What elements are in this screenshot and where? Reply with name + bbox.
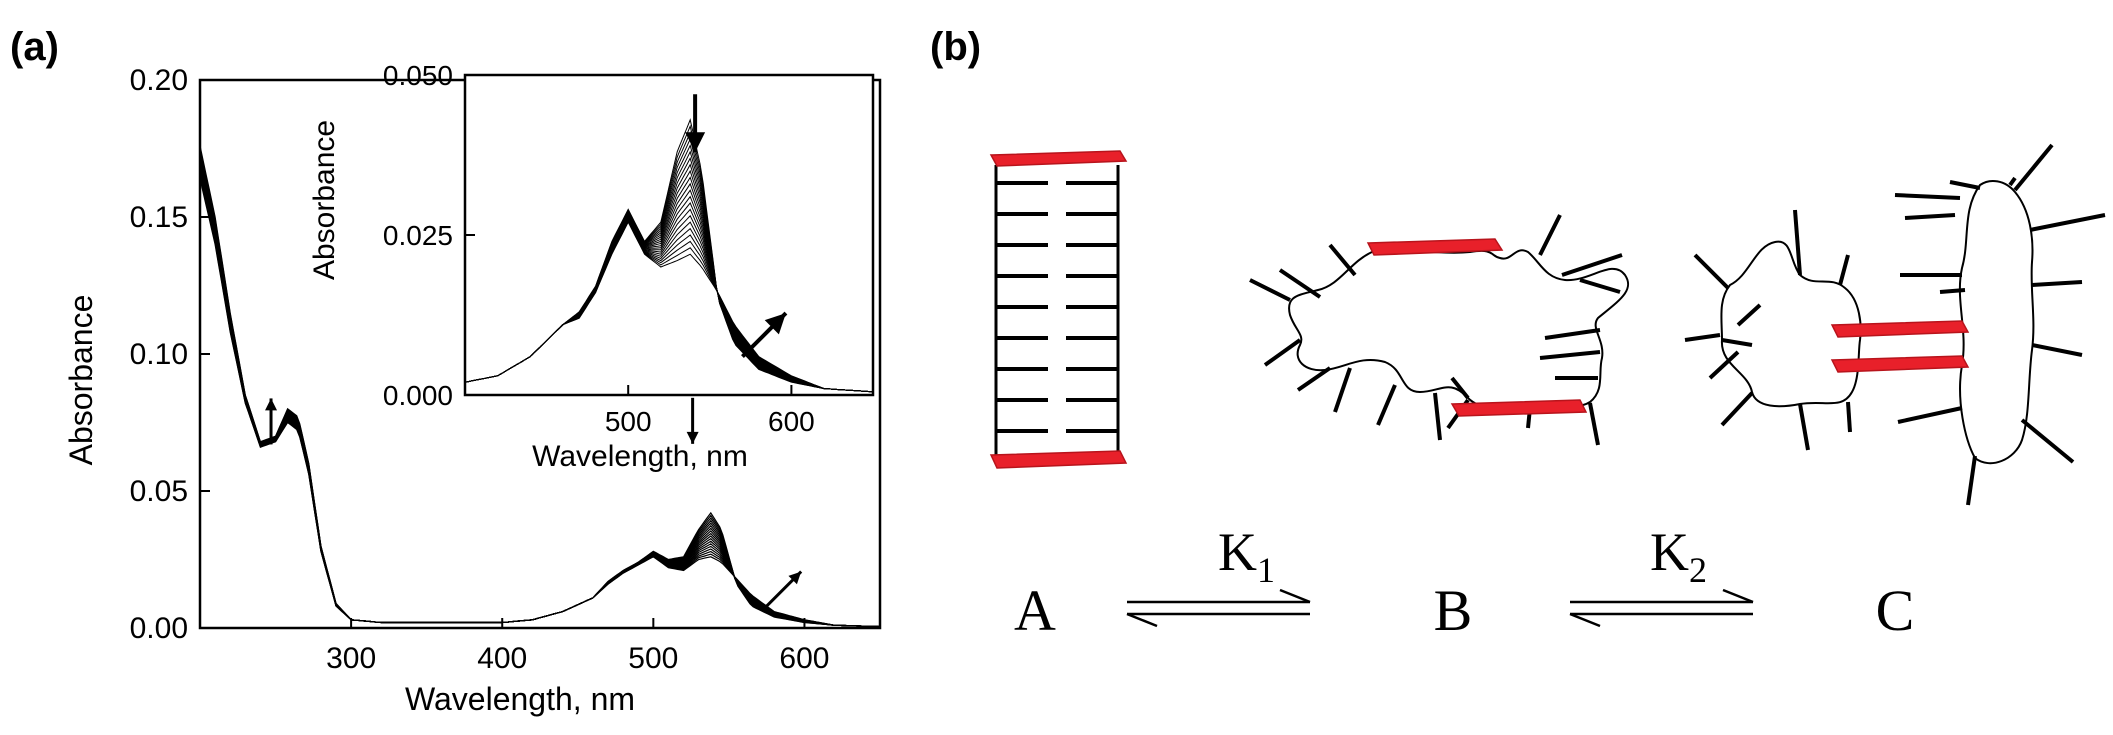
x-tick-label: 500 bbox=[605, 406, 652, 437]
red-plate bbox=[1366, 238, 1504, 256]
main-x-axis-title: Wavelength, nm bbox=[405, 681, 635, 717]
main-arrows bbox=[265, 397, 803, 608]
equilibrium-arrow-1 bbox=[1126, 588, 1311, 628]
trend-arrow bbox=[685, 94, 706, 153]
y-tick-label: 0.10 bbox=[130, 338, 188, 371]
red-plate bbox=[1830, 355, 1970, 373]
panel-label-a: (a) bbox=[10, 25, 59, 69]
spectrum-line bbox=[464, 221, 874, 393]
inset-chart: 500 600 0.000 0.025 0.050 Wavelength, nm Abs… bbox=[308, 60, 875, 473]
trend-arrow bbox=[686, 397, 699, 444]
inset-y-axis-title: Absorbance bbox=[308, 120, 341, 280]
x-tick-label: 600 bbox=[779, 642, 829, 675]
red-plate bbox=[989, 450, 1128, 469]
equilibrium-constant-k2: K2 bbox=[1650, 522, 1707, 590]
y-tick-label: 0.20 bbox=[130, 64, 188, 97]
main-axis-ticks: 300 400 500 600 0.00 0.05 0.10 0.15 0.20 bbox=[130, 64, 830, 675]
main-y-axis-title: Absorbance bbox=[63, 295, 99, 466]
y-tick-label: 0.00 bbox=[130, 612, 188, 645]
red-plate bbox=[989, 150, 1128, 167]
inset-spectra bbox=[464, 118, 874, 393]
structure-b bbox=[1249, 214, 1630, 446]
inset-x-axis-title: Wavelength, nm bbox=[532, 440, 748, 473]
trend-arrow bbox=[765, 570, 803, 608]
trend-arrow bbox=[265, 398, 278, 445]
structure-a bbox=[989, 150, 1128, 469]
state-label-a: A bbox=[1014, 578, 1056, 643]
red-plate bbox=[1450, 399, 1588, 417]
x-tick-label: 300 bbox=[326, 642, 376, 675]
y-tick-label: 0.000 bbox=[383, 380, 453, 411]
red-plate bbox=[1830, 320, 1970, 338]
inset-axis-ticks: 500 600 0.000 0.025 0.050 bbox=[383, 60, 815, 437]
y-tick-label: 0.15 bbox=[130, 201, 188, 234]
y-tick-label: 0.050 bbox=[383, 60, 453, 91]
y-tick-label: 0.025 bbox=[383, 220, 453, 251]
main-chart: 300 400 500 600 0.00 0.05 0.10 0.15 0.20 Wavelen… bbox=[63, 64, 882, 717]
state-label-c: C bbox=[1876, 578, 1915, 643]
x-tick-label: 600 bbox=[768, 406, 815, 437]
x-tick-label: 400 bbox=[477, 642, 527, 675]
x-tick-label: 500 bbox=[628, 642, 678, 675]
structure-c bbox=[1684, 143, 2106, 506]
state-label-b: B bbox=[1434, 578, 1473, 643]
y-tick-label: 0.05 bbox=[130, 475, 188, 508]
inset-arrows bbox=[685, 94, 788, 359]
equilibrium-arrow-2 bbox=[1569, 588, 1754, 628]
equilibrium-constant-k1: K1 bbox=[1218, 522, 1275, 590]
panel-label-b: (b) bbox=[930, 25, 981, 69]
trend-arrow bbox=[741, 311, 788, 359]
main-spectra bbox=[199, 145, 881, 628]
aggregation-scheme: A B C K1 K2 bbox=[989, 143, 2106, 643]
